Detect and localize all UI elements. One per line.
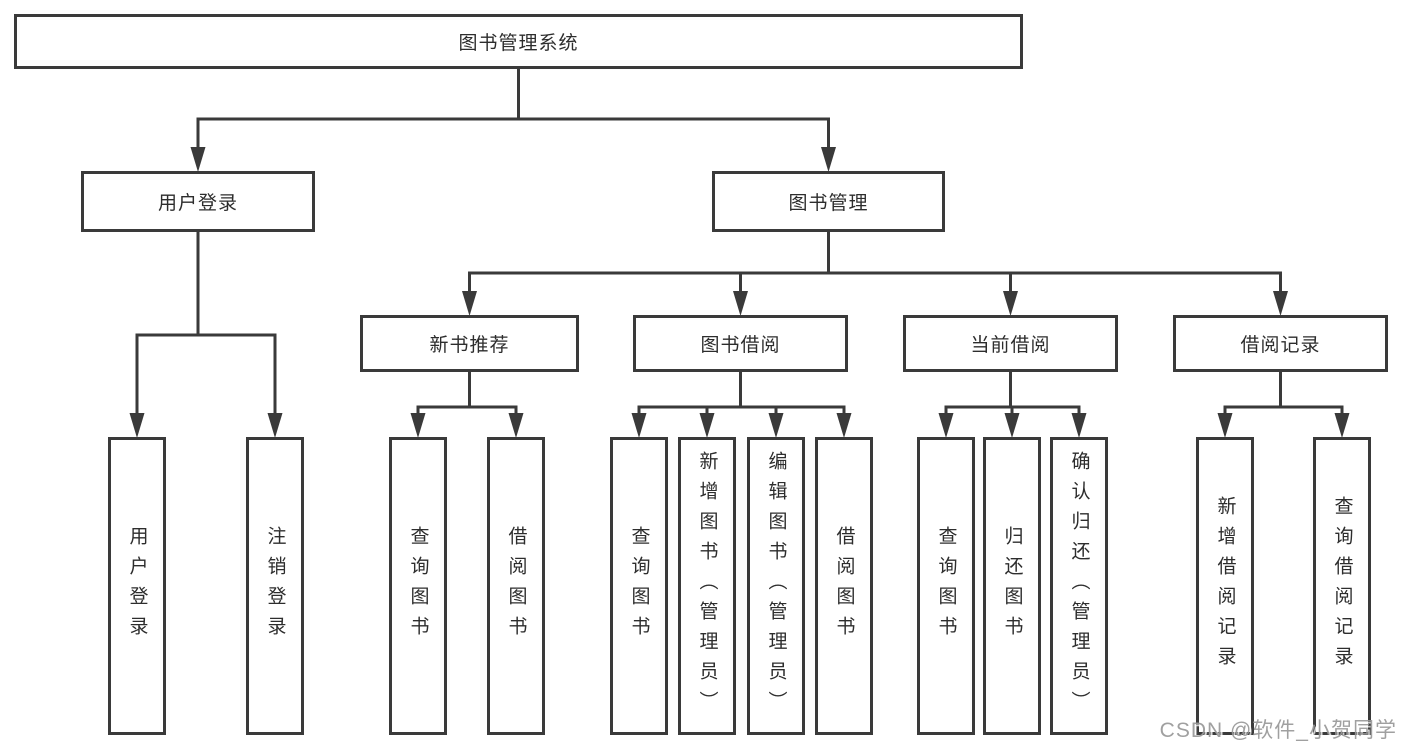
node-label-leaf-logout: 注销登录: [264, 526, 286, 646]
node-label-bb-add-books: 新增图书（管理员）: [696, 451, 718, 721]
node-label-rec-borrow-books: 借阅图书: [505, 526, 527, 646]
node-label-bb-borrow-books: 借阅图书: [833, 526, 855, 646]
node-label-cb-return-books: 归还图书: [1001, 526, 1023, 646]
node-cb-query-books: 查询图书: [917, 437, 975, 735]
node-root: 图书管理系统: [14, 14, 1023, 69]
node-label-current-borrow: 当前借阅: [970, 335, 1051, 356]
node-book-borrow: 图书借阅: [633, 315, 848, 372]
node-label-new-book-rec: 新书推荐: [429, 335, 510, 356]
node-cb-confirm-return: 确认归还（管理员）: [1050, 437, 1108, 735]
node-br-add-record: 新增借阅记录: [1196, 437, 1254, 735]
node-label-root: 图书管理系统: [458, 33, 579, 54]
node-label-br-add-record: 新增借阅记录: [1214, 496, 1236, 676]
watermark: CSDN @软件_小贺同学: [1159, 719, 1397, 742]
edge-user-login: [129, 232, 283, 438]
node-label-bb-query-books: 查询图书: [628, 526, 650, 646]
node-bb-borrow-books: 借阅图书: [815, 437, 873, 735]
node-borrow-records: 借阅记录: [1173, 315, 1388, 372]
edge-current-borrow: [938, 372, 1087, 438]
edge-root: [190, 69, 836, 172]
node-br-query-record: 查询借阅记录: [1313, 437, 1371, 735]
node-label-bb-edit-books: 编辑图书（管理员）: [765, 451, 787, 721]
node-rec-borrow-books: 借阅图书: [487, 437, 545, 735]
node-label-user-login: 用户登录: [157, 193, 238, 214]
node-rec-query-books: 查询图书: [389, 437, 447, 735]
node-user-login: 用户登录: [81, 171, 315, 232]
node-label-br-query-record: 查询借阅记录: [1331, 496, 1353, 676]
node-cb-return-books: 归还图书: [983, 437, 1041, 735]
edge-book-borrow: [631, 372, 852, 438]
edge-borrow-records: [1217, 372, 1350, 438]
node-book-mgmt: 图书管理: [712, 171, 945, 232]
node-label-cb-query-books: 查询图书: [935, 526, 957, 646]
edge-new-book-rec: [410, 372, 524, 438]
node-leaf-logout: 注销登录: [246, 437, 304, 735]
node-bb-query-books: 查询图书: [610, 437, 668, 735]
node-label-borrow-records: 借阅记录: [1240, 335, 1321, 356]
node-leaf-user-login: 用户登录: [108, 437, 166, 735]
node-label-leaf-user-login: 用户登录: [126, 526, 148, 646]
edge-book-mgmt: [462, 232, 1288, 316]
node-bb-edit-books: 编辑图书（管理员）: [747, 437, 805, 735]
node-new-book-rec: 新书推荐: [360, 315, 579, 372]
node-current-borrow: 当前借阅: [903, 315, 1118, 372]
node-label-book-borrow: 图书借阅: [700, 335, 781, 356]
node-label-rec-query-books: 查询图书: [407, 526, 429, 646]
node-bb-add-books: 新增图书（管理员）: [678, 437, 736, 735]
node-label-book-mgmt: 图书管理: [788, 193, 869, 214]
node-label-cb-confirm-return: 确认归还（管理员）: [1068, 451, 1090, 721]
